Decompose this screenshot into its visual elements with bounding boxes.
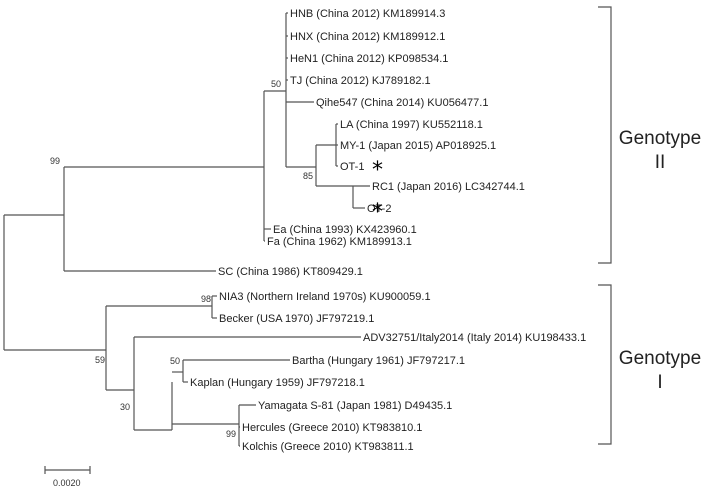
taxon-label-tj: TJ (China 2012) KJ789182.1 xyxy=(290,75,431,87)
tree-branches xyxy=(3,12,370,447)
bootstrap-value: 85 xyxy=(303,171,313,181)
taxon-label-ot2: OT-2 xyxy=(367,203,391,215)
taxon-label-hen1: HeN1 (China 2012) KP098534.1 xyxy=(290,53,448,65)
taxon-label-rc1: RC1 (Japan 2016) LC342744.1 xyxy=(372,181,525,193)
taxon-label-la: LA (China 1997) KU552118.1 xyxy=(340,119,483,131)
taxon-label-becker: Becker (USA 1970) JF797219.1 xyxy=(219,313,374,325)
bootstrap-values: 50 99 85 98 59 50 30 99 xyxy=(50,79,313,439)
genotype-brackets xyxy=(598,6,612,445)
taxon-label-bartha: Bartha (Hungary 1961) JF797217.1 xyxy=(292,355,465,367)
taxon-label-ot1: OT-1 xyxy=(340,161,364,173)
taxon-labels: HNB (China 2012) KM189914.3 HNX (China 2… xyxy=(190,8,586,453)
bootstrap-value: 59 xyxy=(95,355,105,365)
taxon-label-kolchis: Kolchis (Greece 2010) KT983811.1 xyxy=(242,441,414,453)
bootstrap-value: 50 xyxy=(271,79,281,89)
taxon-label-hnx: HNX (China 2012) KM189912.1 xyxy=(290,31,445,43)
genotype-2-bracket xyxy=(598,6,612,264)
taxon-label-my1: MY-1 (Japan 2015) AP018925.1 xyxy=(340,140,496,152)
genotype-1-bracket xyxy=(598,284,612,445)
asterisk-marker-ot2: * xyxy=(372,200,383,225)
bootstrap-value: 30 xyxy=(120,402,130,412)
asterisk-marker-ot1: * xyxy=(372,158,383,183)
scale-bar-line xyxy=(44,466,91,474)
genotype-labels: Genotype II Genotype I xyxy=(619,128,701,393)
bootstrap-value: 98 xyxy=(201,294,211,304)
taxon-label-adv: ADV32751/Italy2014 (Italy 2014) KU198433… xyxy=(363,332,586,344)
taxon-label-kaplan: Kaplan (Hungary 1959) JF797218.1 xyxy=(190,377,365,389)
bootstrap-value: 99 xyxy=(50,156,60,166)
genotype-2-label-line1: Genotype xyxy=(619,128,701,149)
taxon-label-hnb: HNB (China 2012) KM189914.3 xyxy=(290,8,445,20)
scale-bar-label: 0.0020 xyxy=(53,478,81,488)
taxon-label-hercules: Hercules (Greece 2010) KT983810.1 xyxy=(242,422,422,434)
bootstrap-value: 50 xyxy=(170,356,180,366)
taxon-label-ea: Ea (China 1993) KX423960.1 xyxy=(273,224,417,236)
scale-bar xyxy=(44,466,91,474)
bootstrap-value: 99 xyxy=(226,429,236,439)
genotype-1-label-line2: I xyxy=(657,372,662,393)
genotype-1-label-line1: Genotype xyxy=(619,348,701,369)
taxon-label-yamagata: Yamagata S-81 (Japan 1981) D49435.1 xyxy=(258,400,452,412)
genotype-2-label-line2: II xyxy=(655,152,666,173)
taxon-label-nia3: NIA3 (Northern Ireland 1970s) KU900059.1 xyxy=(219,291,431,303)
taxon-label-fa: Fa (China 1962) KM189913.1 xyxy=(267,236,412,248)
taxon-label-qihe547: Qihe547 (China 2014) KU056477.1 xyxy=(316,97,488,109)
taxon-label-sc: SC (China 1986) KT809429.1 xyxy=(218,266,363,278)
